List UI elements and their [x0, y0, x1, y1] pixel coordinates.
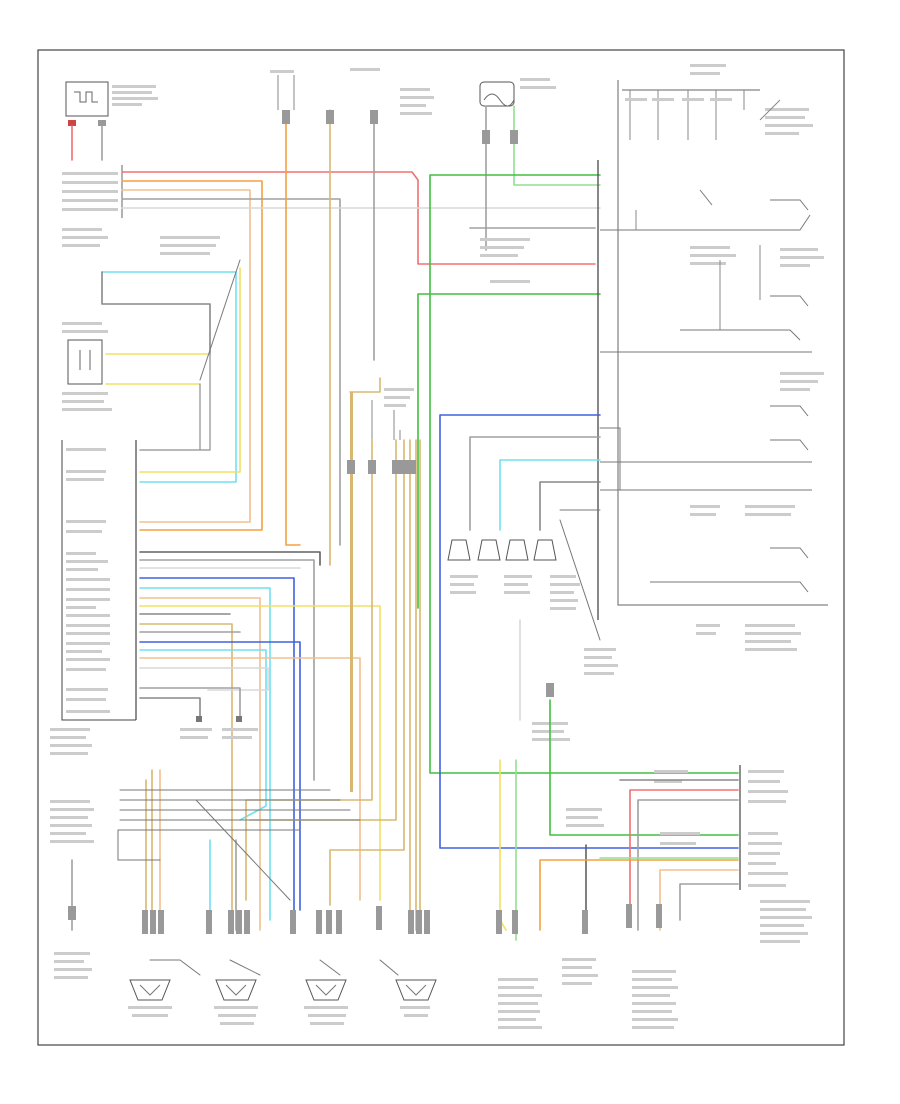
ac-clutch-relay	[622, 64, 813, 140]
fuse-block-feeds	[270, 68, 434, 115]
center-splice	[349, 377, 414, 792]
module-grounds	[180, 716, 258, 739]
engine-coolant-temperature-sensor	[496, 619, 542, 1029]
blower-control-module	[62, 165, 123, 218]
ac-compressor-relay	[479, 78, 556, 107]
engine-oil-pressure-sensor	[532, 683, 739, 985]
recirculation-actuator	[128, 910, 172, 1017]
ac-refrigerant-pressure-sensor	[539, 789, 739, 1029]
ambient-sensor	[62, 228, 220, 411]
left-blend-door-actuator	[50, 800, 94, 979]
left-air-temperature-actuator	[206, 910, 258, 1025]
ac-pressure-switch	[600, 189, 824, 651]
diagram-frame	[37, 49, 845, 1046]
powertrain-control-module	[654, 765, 812, 943]
blower-motor-resistor	[65, 81, 158, 126]
mode-actuator	[376, 906, 437, 1017]
right-air-temperature-actuator	[290, 910, 348, 1025]
right-blend-door-actuator	[439, 414, 739, 849]
hvac-control-module	[50, 440, 137, 755]
